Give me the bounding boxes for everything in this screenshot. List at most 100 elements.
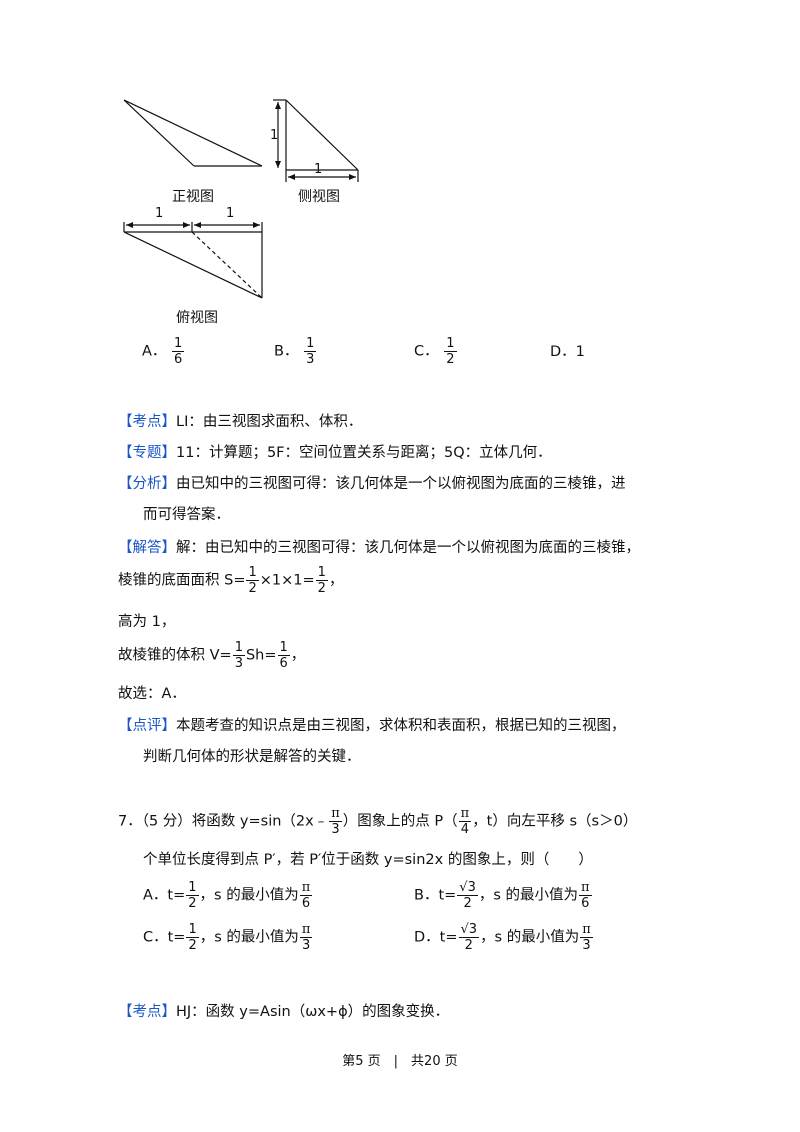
numerator: π xyxy=(299,880,313,896)
top-view-label: 俯视图 xyxy=(176,310,218,326)
option-text: D．t= xyxy=(414,929,458,946)
kaodian-text: LI：由三视图求面积、体积． xyxy=(176,414,363,430)
kaodian-tag: 【考点】 xyxy=(118,1004,176,1020)
option-text: C．t= xyxy=(143,929,186,946)
q7-kaodian: 【考点】HJ：函数 y=Asin（ωx+ϕ）的图象变换． xyxy=(118,1000,449,1021)
side-width-dim-label: 1 xyxy=(314,162,323,177)
front-view-label: 正视图 xyxy=(172,189,214,205)
numerator: π xyxy=(458,806,472,822)
side-view-label: 侧视图 xyxy=(298,189,340,205)
numerator: 1 xyxy=(186,922,199,938)
fenxi-line2: 而可得答案． xyxy=(143,507,230,523)
top-right-dim-label: 1 xyxy=(226,206,235,221)
formula-text: ， xyxy=(328,572,344,589)
formula-text: Sh= xyxy=(245,647,277,664)
numerator: π xyxy=(579,880,592,896)
option-text: ，s 的最小值为 xyxy=(478,887,579,904)
q6-zhuanti: 【专题】11：计算题；5F：空间位置关系与距离；5Q：立体几何． xyxy=(118,441,552,462)
formula-text: 棱锥的底面面积 S= xyxy=(118,572,246,589)
dianping-tag: 【点评】 xyxy=(118,718,176,734)
numerator: √3 xyxy=(458,922,480,938)
fenxi-line1: 由已知中的三视图可得：该几何体是一个以俯视图为底面的三棱锥，进 xyxy=(176,476,626,492)
formula-text: 故棱锥的体积 V= xyxy=(118,647,232,664)
denominator: 2 xyxy=(446,352,455,367)
stem-text: ，t）向左平移 s（s＞0） xyxy=(472,813,638,830)
zhuanti-text: 11：计算题；5F：空间位置关系与距离；5Q：立体几何． xyxy=(176,445,552,461)
numerator: π xyxy=(299,922,313,938)
option-text: B．t= xyxy=(414,887,457,904)
formula-text: ×1×1= xyxy=(259,572,315,589)
fenxi-tag: 【分析】 xyxy=(118,476,176,492)
denominator: 6 xyxy=(301,896,311,911)
answer-line: 故选：A． xyxy=(118,686,186,702)
q6-fenxi: 【分析】由已知中的三视图可得：该几何体是一个以俯视图为底面的三棱锥，进 xyxy=(118,472,626,493)
numerator: 1 xyxy=(232,640,245,656)
numerator: 1 xyxy=(315,565,328,581)
three-view-figures xyxy=(123,99,359,299)
option-text: A．t= xyxy=(143,887,186,904)
denominator: 2 xyxy=(463,896,472,911)
numerator: √3 xyxy=(457,880,478,896)
q6-option-d: D．1 xyxy=(550,344,585,360)
denominator: 2 xyxy=(188,896,197,911)
option-text: ，s 的最小值为 xyxy=(199,929,299,946)
formula-text: ， xyxy=(290,647,306,664)
numerator: 1 xyxy=(172,336,185,352)
dianping-line2: 判断几何体的形状是解答的关键． xyxy=(143,749,361,765)
q7-stem-line2: 个单位长度得到点 P′，若 P′位于函数 y=sin2x 的图象上，则（ ） xyxy=(143,852,593,868)
denominator: 2 xyxy=(464,938,473,953)
front-view-drawing xyxy=(123,99,263,167)
denominator: 6 xyxy=(174,352,183,367)
stem-text: ）图象上的点 P（ xyxy=(342,813,458,830)
option-letter: B． xyxy=(274,343,299,360)
kaodian-tag: 【考点】 xyxy=(118,414,176,430)
side-view-drawing xyxy=(273,99,359,182)
dianping-line1: 本题考查的知识点是由三视图，求体积和表面积，根据已知的三视图， xyxy=(176,718,626,734)
top-view-drawing xyxy=(123,222,263,299)
numerator: 1 xyxy=(444,336,457,352)
denominator: 6 xyxy=(581,896,590,911)
q6-jieda: 【解答】解：由已知中的三视图可得：该几何体是一个以俯视图为底面的三棱锥， xyxy=(118,536,640,557)
q6-kaodian: 【考点】LI：由三视图求面积、体积． xyxy=(118,410,362,431)
denominator: 4 xyxy=(460,822,470,837)
jieda-line1: 解：由已知中的三视图可得：该几何体是一个以俯视图为底面的三棱锥， xyxy=(176,540,640,556)
zhuanti-tag: 【专题】 xyxy=(118,445,176,461)
option-letter: C． xyxy=(414,343,439,360)
denominator: 3 xyxy=(234,656,243,671)
side-height-dim-label: 1 xyxy=(270,128,279,143)
denominator: 3 xyxy=(331,822,340,837)
kaodian-text: HJ：函数 y=Asin（ωx+ϕ）的图象变换． xyxy=(176,1004,450,1020)
denominator: 2 xyxy=(248,581,257,596)
numerator: 1 xyxy=(186,880,199,896)
jieda-tag: 【解答】 xyxy=(118,540,176,556)
denominator: 3 xyxy=(306,352,315,367)
option-text: ，s 的最小值为 xyxy=(199,887,299,904)
q6-dianping: 【点评】本题考查的知识点是由三视图，求体积和表面积，根据已知的三视图， xyxy=(118,714,626,735)
top-left-dim-label: 1 xyxy=(155,206,164,221)
denominator: 6 xyxy=(279,656,288,671)
numerator: 1 xyxy=(277,640,290,656)
option-text: ，s 的最小值为 xyxy=(480,929,580,946)
